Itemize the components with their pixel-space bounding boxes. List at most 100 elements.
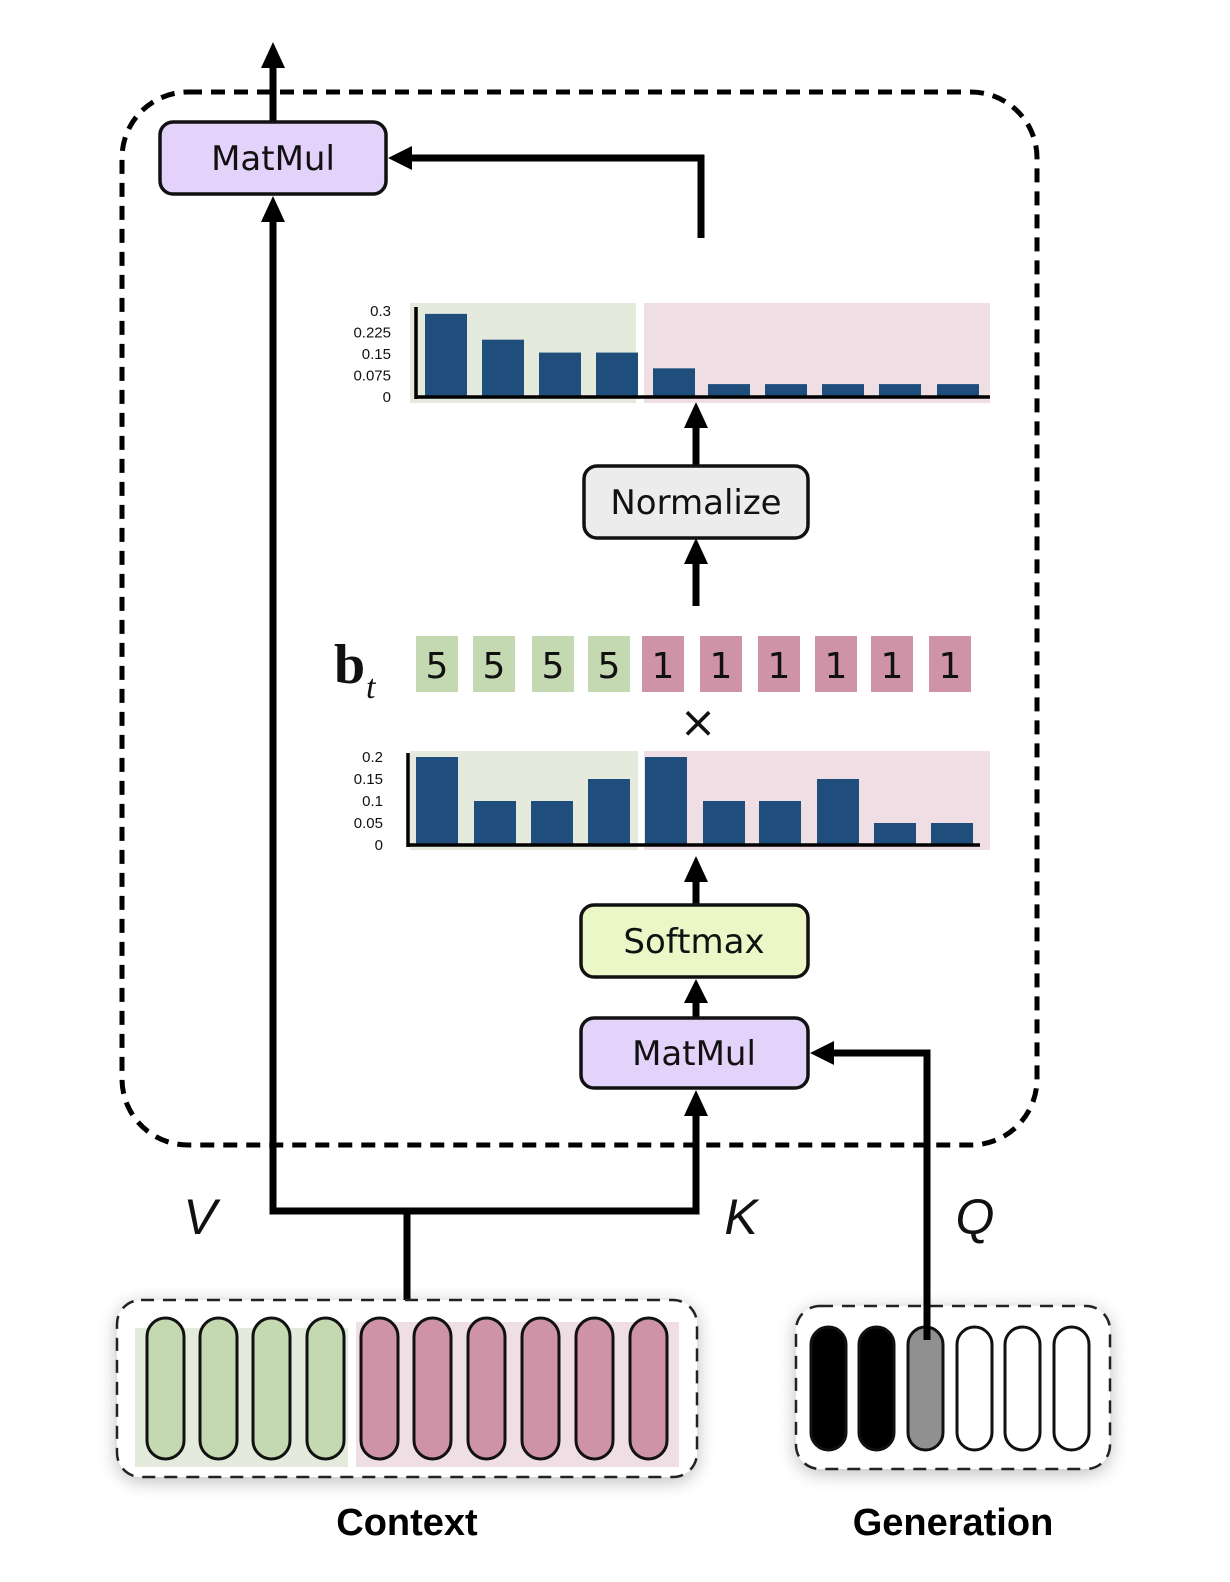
bias-cell: 1 (700, 636, 742, 692)
y-tick-label: 0.15 (362, 346, 391, 363)
bias-cell-value: 5 (598, 646, 621, 687)
context-caption: Context (336, 1502, 478, 1544)
vk-split-line (269, 218, 700, 1215)
y-tick-label: 0.075 (353, 368, 391, 385)
bias-cell-bg (416, 636, 458, 692)
q-label: Q (956, 1189, 995, 1245)
bias-cell-value: 5 (483, 646, 506, 687)
bar-9 (879, 384, 921, 397)
bar-1 (416, 757, 458, 845)
bias-cell-value: 1 (652, 646, 675, 687)
bias-cell: 5 (532, 636, 574, 692)
context-token (198, 1316, 239, 1461)
bar-5 (653, 368, 695, 397)
softmax-label: Softmax (623, 922, 764, 962)
y-tick-label: 0.05 (354, 815, 383, 832)
bar-1 (425, 313, 467, 397)
bias-cell-bg (642, 636, 684, 692)
softmax-rect (579, 903, 810, 979)
bar-7 (765, 384, 807, 397)
y-tick-label: 0.15 (354, 771, 383, 788)
context-group-pink-bg (356, 1322, 679, 1467)
generation-token-current (906, 1325, 945, 1452)
bias-cell-bg (815, 636, 857, 692)
normalize-rect (582, 464, 810, 540)
normalize-arrowhead-icon (684, 538, 708, 564)
context-token (305, 1316, 346, 1461)
y-tick-label: 0.3 (370, 303, 391, 320)
bar-7 (759, 801, 801, 845)
generation-token-future (1003, 1325, 1042, 1452)
weights-arrowhead-icon (388, 146, 412, 170)
y-tick-label: 0 (383, 389, 391, 406)
v-arrowhead-icon (261, 196, 285, 222)
softmax-box: Softmax (579, 903, 810, 979)
bias-cell: 1 (815, 636, 857, 692)
context-token (628, 1316, 669, 1461)
chart-group-pink-bg (644, 303, 990, 403)
matmul-bottom-rect (579, 1016, 810, 1090)
bias-cell-value: 1 (768, 646, 791, 687)
q-arrowhead-icon (810, 1041, 834, 1065)
context-token (466, 1316, 507, 1461)
bar-3 (539, 352, 581, 397)
bias-vector-subscript: t (366, 669, 377, 706)
matmul-bottom-label: MatMul (632, 1034, 756, 1074)
bias-cell-bg (700, 636, 742, 692)
softmax-arrowhead-icon (684, 979, 708, 1003)
bias-cell-value: 1 (710, 646, 733, 687)
bias-cell: 1 (758, 636, 800, 692)
normalize-label: Normalize (610, 483, 781, 523)
bias-cell-bg (929, 636, 971, 692)
bias-cell: 1 (929, 636, 971, 692)
context-token (145, 1316, 186, 1461)
normalized-attention-chart: 0.3 0.225 0.15 0.075 0 (353, 303, 990, 406)
bias-cell-value: 5 (426, 646, 449, 687)
matmul-top-box: MatMul (158, 120, 388, 196)
context-token (251, 1316, 292, 1461)
bar-8 (822, 384, 864, 397)
attention-block-border (119, 89, 1040, 1148)
bar-8 (817, 779, 859, 845)
bias-cell-bg (473, 636, 515, 692)
v-label: V (183, 1189, 221, 1245)
bias-cell-bg (532, 636, 574, 692)
bias-cell: 1 (871, 636, 913, 692)
multiply-sign: × (680, 697, 717, 748)
normalize-box: Normalize (582, 464, 810, 540)
bar-10 (937, 384, 979, 397)
bias-cell: 5 (416, 636, 458, 692)
softmax-attention-chart: 0.2 0.15 0.1 0.05 0 (354, 749, 990, 854)
weights-to-matmul-line (410, 154, 705, 238)
bias-cell-value: 1 (939, 646, 962, 687)
context-token (574, 1316, 615, 1461)
bias-cell-value: 1 (881, 646, 904, 687)
y-tick-label: 0 (375, 837, 383, 854)
generation-token-done (857, 1325, 896, 1452)
matmul-top-rect (158, 120, 388, 196)
bias-cell: 5 (588, 636, 630, 692)
bar-3 (531, 801, 573, 845)
matmul-bottom-box: MatMul (579, 1016, 810, 1090)
bias-cell-bg (871, 636, 913, 692)
generation-token-future (955, 1325, 994, 1452)
y-tick-label: 0.225 (353, 325, 391, 342)
bar-2 (482, 339, 524, 397)
q-path-line (832, 1049, 931, 1330)
bar-4 (596, 352, 638, 397)
k-arrowhead-icon (684, 1090, 708, 1116)
bar-2 (474, 801, 516, 845)
y-tick-label: 0.1 (362, 793, 383, 810)
y-tick-label: 0.2 (362, 749, 383, 766)
upper-chart-arrowhead-icon (684, 402, 708, 428)
bias-vector-symbol: b (334, 634, 365, 696)
bar-5 (645, 757, 687, 845)
bias-cell: 5 (473, 636, 515, 692)
generation-caption: Generation (853, 1502, 1054, 1544)
bias-cell-value: 5 (542, 646, 565, 687)
context-token (359, 1316, 400, 1461)
context-token (412, 1316, 453, 1461)
bias-cell-value: 1 (825, 646, 848, 687)
